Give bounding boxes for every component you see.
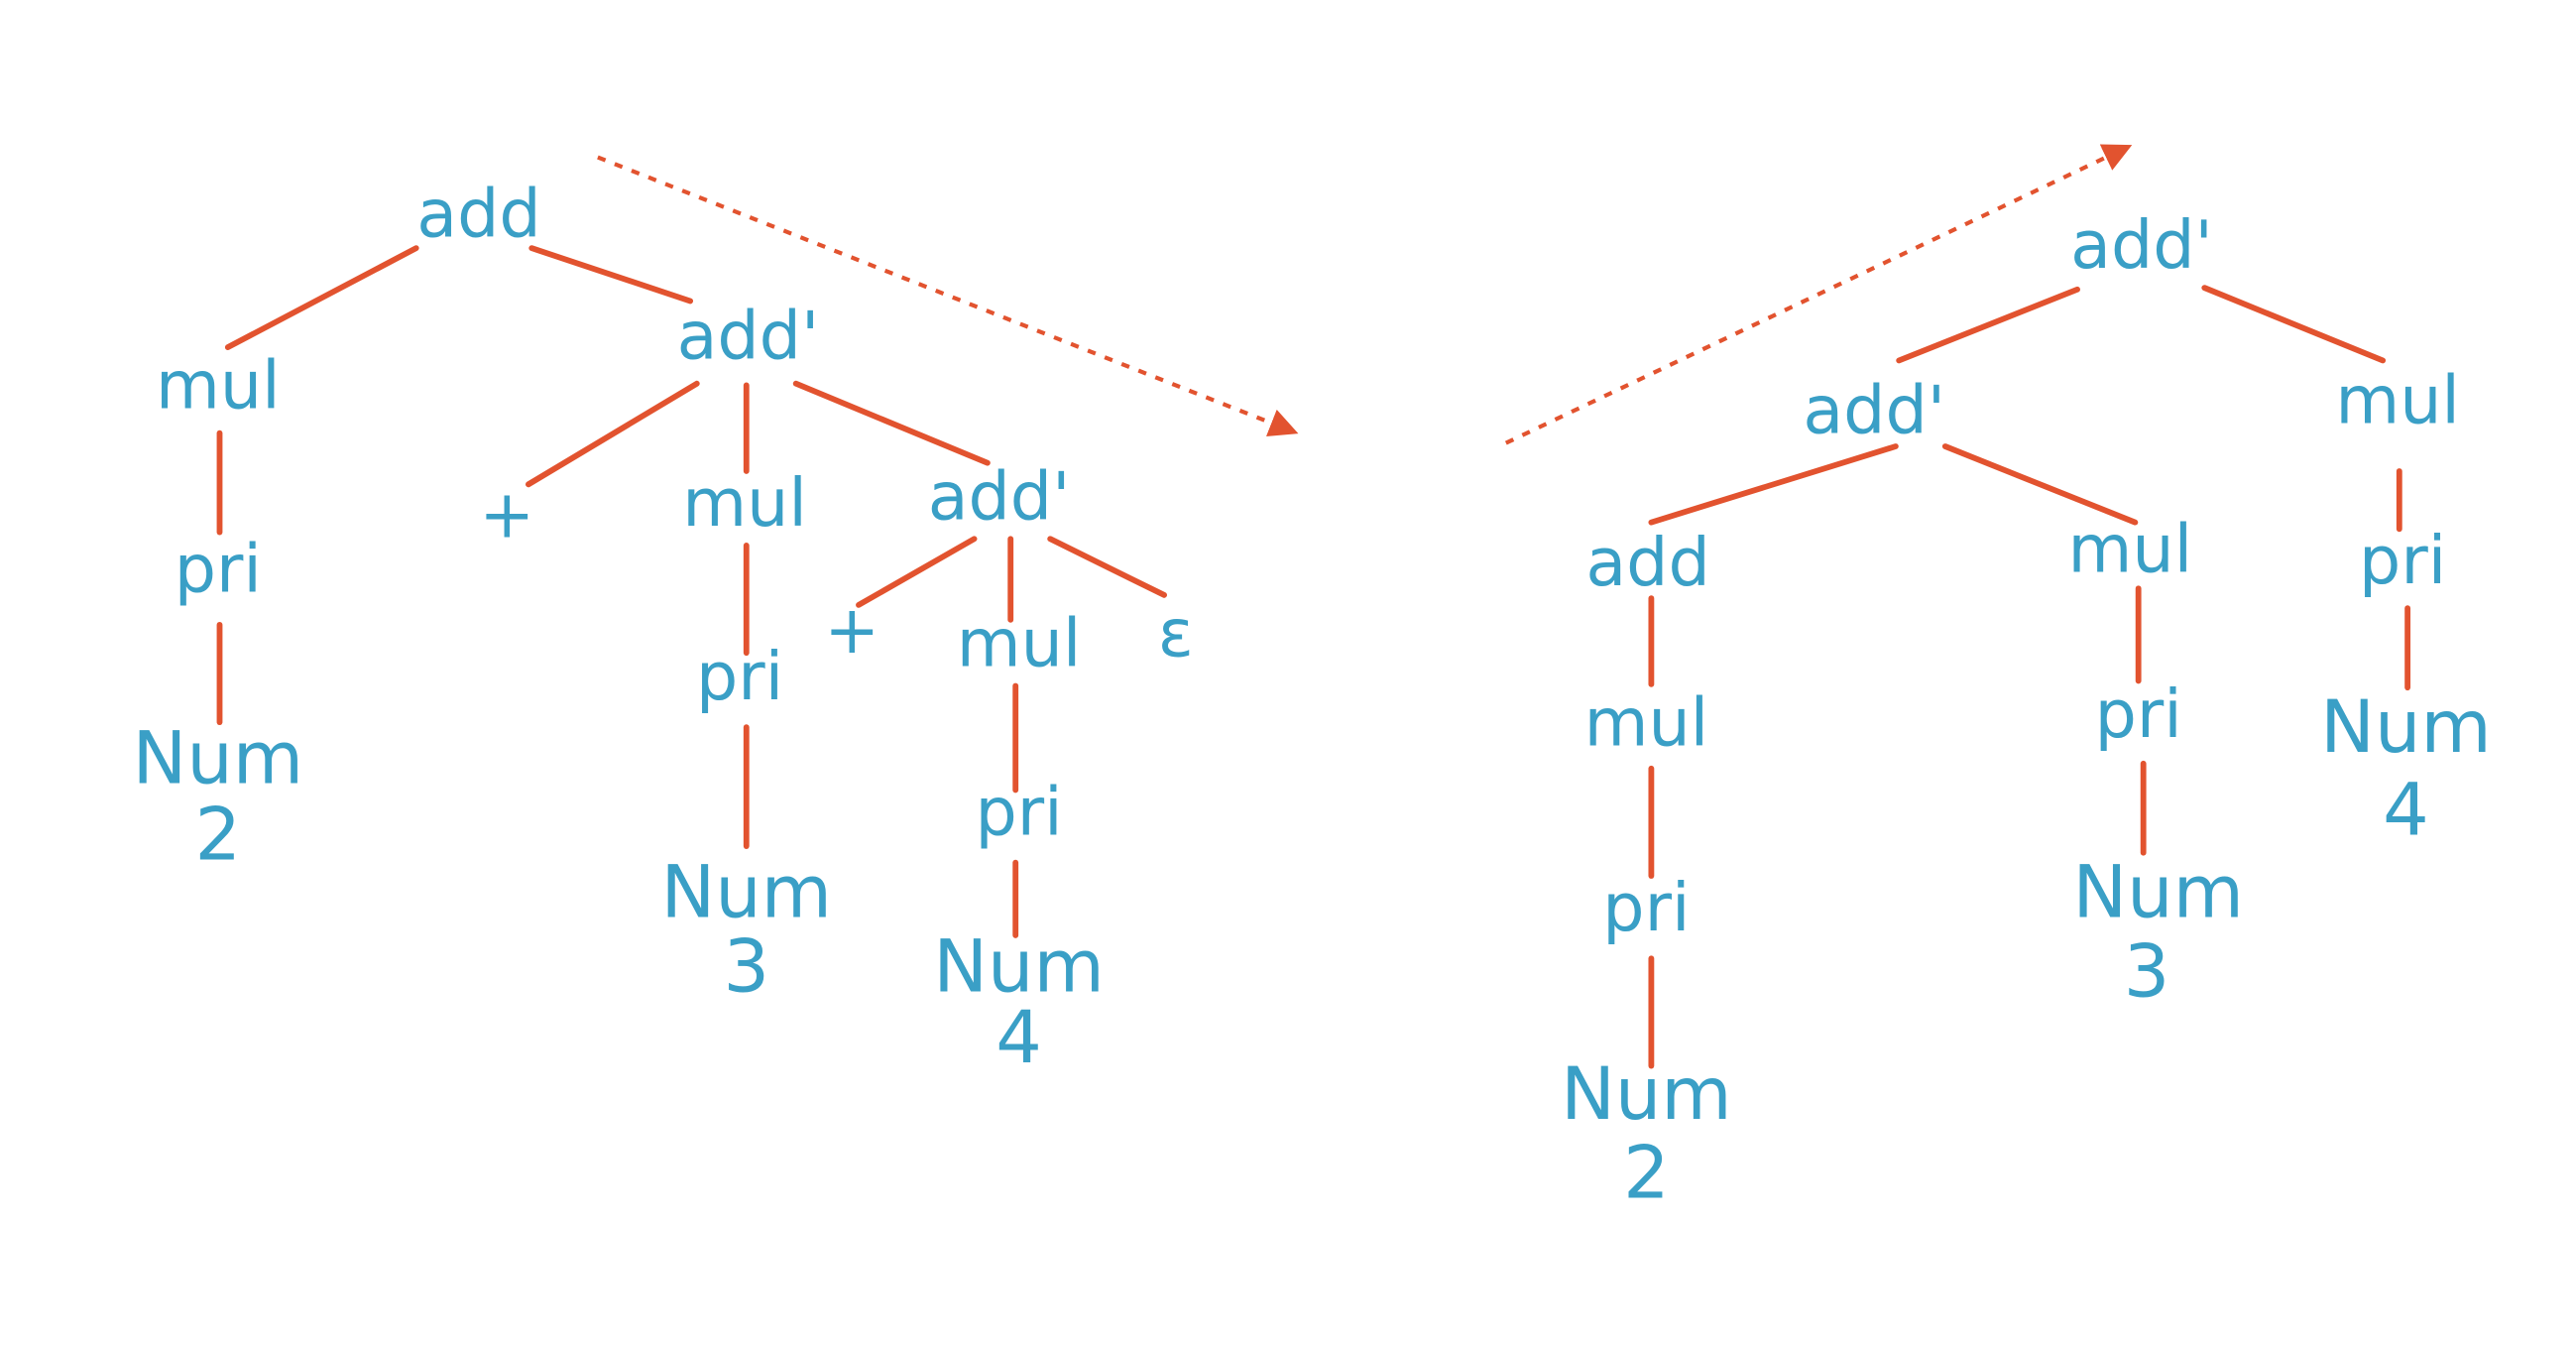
left-node-mul-1: mul xyxy=(156,347,281,425)
right-node-num-label-1: Num xyxy=(2320,685,2492,770)
right-node-num-value-1: 4 xyxy=(2383,768,2429,852)
left-node-plus-2: + xyxy=(824,591,879,669)
right-tree-edges xyxy=(1648,285,2411,1069)
transform-arrows xyxy=(597,144,2133,445)
left-node-num-label-2: Num xyxy=(660,851,832,935)
right-node-mul-1: mul xyxy=(2335,362,2460,439)
left-tree-nodes: add mul add' pri Num 2 + mul add' pri Nu… xyxy=(133,176,1194,1081)
right-node-num-value-3: 2 xyxy=(1623,1132,1670,1216)
right-edge-addprime-mul xyxy=(1941,443,2139,526)
left-node-addprime-1: add' xyxy=(677,298,820,375)
right-node-mul-3: mul xyxy=(1584,683,1709,761)
left-node-epsilon: ε xyxy=(1158,595,1194,673)
left-node-num-value-2: 3 xyxy=(723,925,769,1010)
left-node-pri-3: pri xyxy=(975,773,1062,850)
left-node-add: add xyxy=(416,176,540,253)
left-node-mul-3: mul xyxy=(957,605,1082,682)
left-edge-addprime2-epsilon xyxy=(1047,536,1168,598)
left-node-addprime-2: add' xyxy=(928,457,1071,535)
right-edge-root-addprime xyxy=(1896,286,2080,364)
left-node-pri-2: pri xyxy=(696,638,783,715)
left-node-pri-1: pri xyxy=(175,531,262,608)
left-edge-add-mul xyxy=(224,245,419,351)
right-node-add: add xyxy=(1585,524,1709,601)
left-node-num-value-3: 4 xyxy=(995,996,1042,1080)
right-node-mul-2: mul xyxy=(2068,511,2193,588)
right-node-pri-2: pri xyxy=(2095,675,2182,753)
right-edge-root-mul xyxy=(2201,285,2387,364)
right-node-addprime: add' xyxy=(1803,372,1945,449)
left-node-num-label-1: Num xyxy=(133,717,304,801)
right-tree-nodes: add' add' mul add mul pri mul pri Num 4 … xyxy=(1561,206,2492,1216)
transform-arrow-in xyxy=(597,155,1299,437)
left-node-plus-1: + xyxy=(479,476,534,553)
right-node-num-label-3: Num xyxy=(1561,1052,1732,1137)
left-tree-edges xyxy=(216,245,1168,938)
left-edge-addprime2-plus xyxy=(856,536,978,608)
right-node-pri-3: pri xyxy=(1602,869,1690,946)
right-edge-addprime-add xyxy=(1648,443,1899,526)
right-node-num-value-2: 3 xyxy=(2124,930,2170,1015)
left-node-mul-2: mul xyxy=(682,464,807,542)
right-node-num-label-2: Num xyxy=(2072,851,2244,935)
left-node-num-value-1: 2 xyxy=(195,793,242,877)
right-node-addprime-root: add' xyxy=(2070,206,2213,284)
right-node-pri-1: pri xyxy=(2359,522,2446,599)
transform-arrow-out xyxy=(1504,144,2133,445)
left-node-num-label-3: Num xyxy=(933,925,1105,1010)
left-edge-addprime-plus xyxy=(526,380,700,488)
left-edge-add-addprime xyxy=(528,245,694,305)
left-edge-addprime-addprime xyxy=(792,380,991,466)
